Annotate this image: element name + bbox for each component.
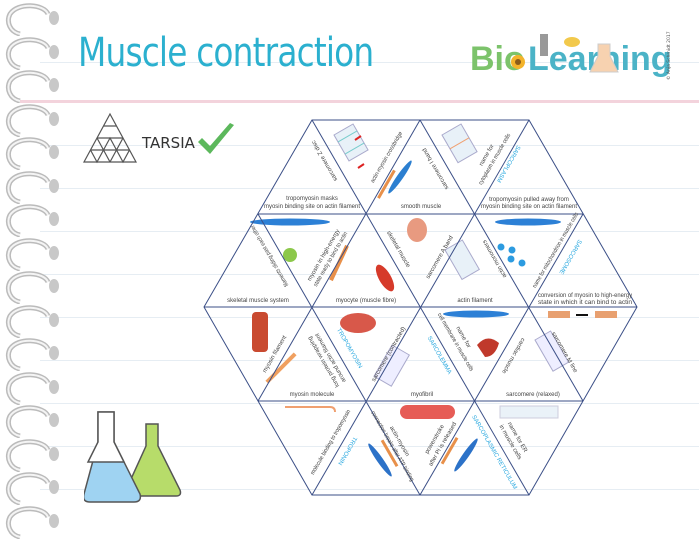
- tarsia-label: TARSIA: [142, 134, 195, 152]
- actin-myosin-image: [377, 169, 396, 199]
- page-title: Muscle contraction: [78, 30, 374, 76]
- spiral-ring-icon: [5, 304, 59, 338]
- label-skeletal-muscle: skeletal muscle: [385, 230, 411, 269]
- skeletal-system-image: [252, 312, 268, 352]
- myosin-filament-image: [265, 352, 297, 384]
- biolearning-logo: Bio Learning © Anja Schmidt 2017: [470, 31, 672, 80]
- spiral-ring-icon: [5, 204, 59, 237]
- spiral-ring-icon: [5, 237, 59, 271]
- spiral-ring-icon: [5, 472, 59, 505]
- spiral-ring-icon: [5, 371, 59, 405]
- label-actin-monomers: actin monomers: [482, 239, 509, 279]
- muscle-fibre-image: [340, 313, 376, 333]
- spiral-ring-icon: [5, 170, 59, 204]
- term-tropomyosin: TROPOMYOSIN: [335, 328, 363, 370]
- myofibril-image: [400, 405, 455, 419]
- label-conversion-2: state in which it can bind to actin: [538, 300, 632, 306]
- checkmark-icon: [198, 123, 234, 154]
- tarsia-grid: [203, 119, 638, 496]
- label-i-band: sarcomere I band: [422, 147, 451, 190]
- skeletal-muscle-image: [375, 264, 395, 292]
- label-smooth-muscle: smooth muscle: [401, 204, 442, 210]
- actin-filament-image: [250, 218, 330, 226]
- label-myosin-molecule: myosin molecule: [290, 392, 335, 398]
- spiral-ring-icon: [5, 36, 59, 70]
- tarsia-puzzle: sarcomere Z disc actin-myosin crossbridg…: [203, 119, 638, 496]
- spiral-ring-icon: [5, 137, 59, 170]
- copyright: © Anja Schmidt 2017: [665, 31, 672, 80]
- spiral-ring-icon: [5, 70, 59, 103]
- label-breaks-2: connection breaks after ATP binding: [369, 410, 414, 482]
- label-masks-2: myosin binding site on actin filament: [264, 204, 360, 210]
- spiral-ring-icon: [5, 405, 59, 438]
- label-skeletal-system: skeletal muscle system: [227, 298, 289, 304]
- heart-image: [407, 218, 427, 242]
- label-relaxed: sarcomere (relaxed): [506, 392, 560, 398]
- spiral-ring-icon: [5, 103, 59, 137]
- tarsia-triangles-icon: [82, 112, 138, 164]
- spiral-ring-icon: [5, 438, 59, 472]
- spiral-ring-icon: [5, 338, 59, 371]
- label-troponin-def: molecule binding to tropomyosin: [310, 409, 352, 476]
- label-myocyte: myocyte (muscle fibre): [336, 298, 396, 304]
- label-pulled-1: tropomyosin pulled away from: [489, 197, 569, 203]
- label-masks-1: tropomyosin masks: [286, 196, 338, 202]
- header-divider: [20, 100, 699, 103]
- label-cardiac-muscle: cardiac muscle: [500, 337, 526, 375]
- label-conversion-1: conversion of myosin to high-energy: [538, 293, 632, 299]
- spiral-ring-icon: [5, 3, 59, 36]
- label-myofibril: myofibril: [411, 392, 433, 398]
- term-troponin: TROPONIN: [336, 435, 357, 465]
- lab-flasks-icon: [84, 411, 182, 503]
- atp-icon: [283, 248, 297, 262]
- label-actin-filament: actin filament: [457, 298, 493, 304]
- label-pulled-2: myosin binding site on actin filament: [481, 204, 577, 210]
- spiral-ring-icon: [5, 271, 59, 304]
- sarcomere-image: [333, 123, 369, 162]
